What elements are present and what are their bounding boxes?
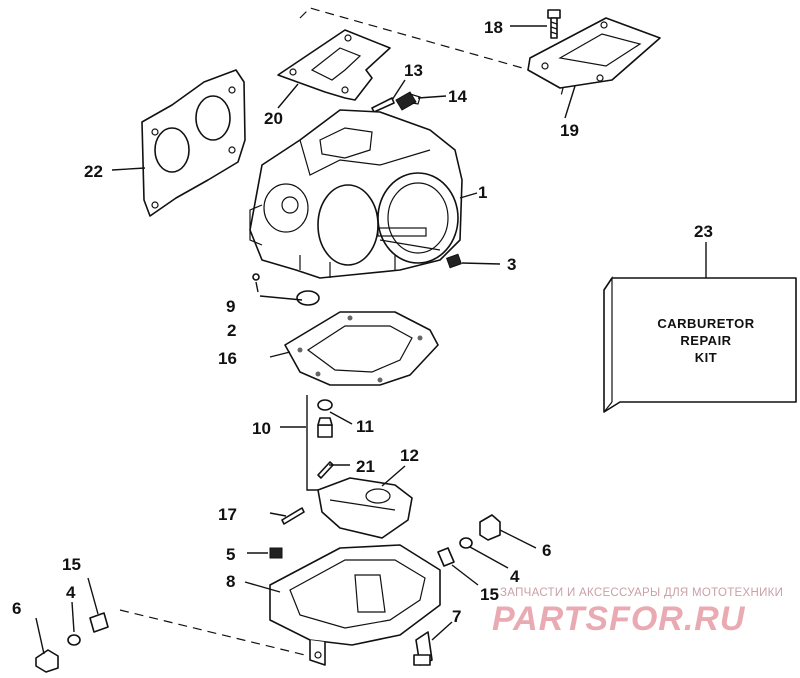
check-ball-part-9 <box>252 273 260 281</box>
washer-part-4-left <box>67 634 81 646</box>
assembly-dashed-lines <box>119 7 566 656</box>
washer-part-11 <box>317 399 333 411</box>
jet-part-15-left <box>89 612 109 633</box>
callout-8: 8 <box>226 572 235 591</box>
watermark-brand-logo: PARTSFOR.RU <box>492 600 746 638</box>
callout-2: 2 <box>227 321 236 340</box>
callout-4-right: 4 <box>510 567 520 586</box>
kit-box-text-line2: REPAIR <box>680 333 731 348</box>
callout-9: 9 <box>226 297 235 316</box>
callout-15-left: 15 <box>62 555 81 574</box>
drain-screw-part-7 <box>413 631 433 666</box>
callout-14: 14 <box>448 87 467 106</box>
plug-part-6-right <box>479 514 501 541</box>
callout-leader-lines <box>35 25 707 655</box>
plug-part-6-left <box>35 649 59 673</box>
float-part-12 <box>317 477 413 539</box>
callout-13: 13 <box>404 61 423 80</box>
needle-valve-assembly-bracket-10 <box>306 395 318 491</box>
flange-gasket-part-22 <box>141 69 246 217</box>
callout-17: 17 <box>218 505 237 524</box>
callout-3: 3 <box>507 255 516 274</box>
kit-box-text-line1: CARBURETOR <box>657 316 754 331</box>
callout-11: 11 <box>356 417 374 436</box>
callout-12: 12 <box>400 446 419 465</box>
callout-22: 22 <box>84 162 103 181</box>
callout-7: 7 <box>452 607 461 626</box>
screw-part-5 <box>269 547 283 559</box>
welch-plug-part-2 <box>296 290 320 306</box>
jet-part-15-right <box>437 547 455 567</box>
carburetor-repair-kit-box-part-23 <box>603 276 797 413</box>
idle-screw-part-14 <box>395 91 421 111</box>
callout-1: 1 <box>478 183 487 202</box>
callout-5: 5 <box>226 545 235 564</box>
needle-seat <box>317 417 333 438</box>
callout-18: 18 <box>484 18 503 37</box>
watermark: ЗАПЧАСТИ И АКСЕССУАРЫ ДЛЯ МОТОТЕХНИКИ PA… <box>492 587 783 638</box>
screw-part-18 <box>547 9 561 39</box>
carburetor-body-part-1 <box>249 109 463 279</box>
float-bowl-part-8 <box>269 544 441 666</box>
callout-16: 16 <box>218 349 237 368</box>
callout-15-right: 15 <box>480 585 499 604</box>
callout-6-left: 6 <box>12 599 21 618</box>
float-pin-part-17 <box>281 507 305 525</box>
washer-part-4-right <box>459 537 473 549</box>
cover-plate-part-20 <box>277 29 391 101</box>
plug-part-3 <box>446 253 462 269</box>
watermark-tagline: ЗАПЧАСТИ И АКСЕССУАРЫ ДЛЯ МОТОТЕХНИКИ <box>500 587 783 599</box>
float-bowl-gasket-part-16 <box>284 311 439 386</box>
pin-part-13 <box>371 97 395 113</box>
callout-6-right: 6 <box>542 541 551 560</box>
callout-numbers: 1 2 3 4 4 5 6 6 7 8 9 10 11 12 13 14 15 … <box>12 18 713 626</box>
callout-10: 10 <box>252 419 271 438</box>
callout-4-left: 4 <box>66 583 76 602</box>
callout-19: 19 <box>560 121 579 140</box>
gasket-part-19 <box>527 17 661 89</box>
callout-20: 20 <box>264 109 283 128</box>
callout-21: 21 <box>356 457 375 476</box>
callout-23: 23 <box>694 222 713 241</box>
kit-box-text-line3: KIT <box>695 350 717 365</box>
